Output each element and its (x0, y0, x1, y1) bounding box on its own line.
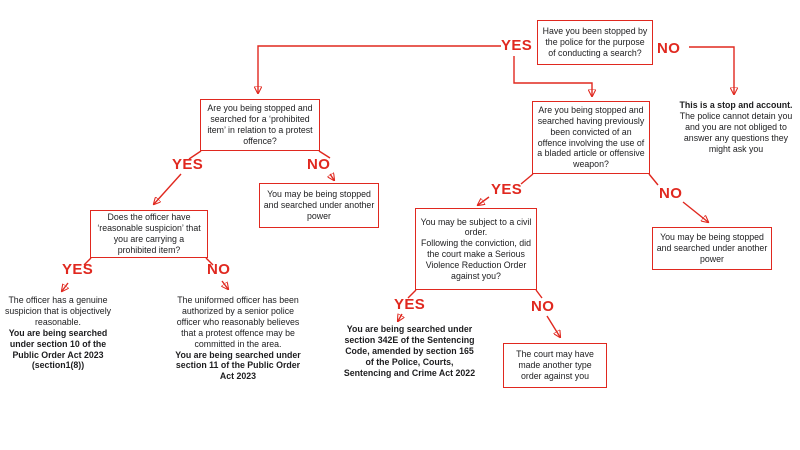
outcome-section-342e-bold: You are being searched under section 342… (343, 324, 476, 378)
arrow-no-svro-to-order (546, 315, 560, 337)
no-label-weapon: NO (659, 185, 683, 202)
seg-protest-no (318, 150, 331, 159)
arrow-yes-start-to-weapon (513, 56, 592, 96)
arrow-yes-protest-to-suspicion (154, 173, 182, 204)
outcome-section-11-text: The uniformed officer has been authorize… (176, 295, 300, 349)
node-another-power-left-text: You may be being stopped and searched un… (263, 189, 375, 221)
arrow-no-suspicion-to-s11 (222, 280, 228, 289)
node-svro-line2: Following the conviction, did the court … (420, 238, 532, 281)
outcome-section-10-text: The officer has a genuine suspicion that… (4, 295, 112, 327)
seg-suspicion-no (205, 257, 214, 266)
outcome-stop-and-account-bold: This is a stop and account. (679, 100, 793, 110)
outcome-section-11: The uniformed officer has been authorize… (170, 295, 306, 382)
node-other-order-text: The court may have made another type ord… (516, 349, 594, 381)
no-label-svro: NO (531, 298, 555, 315)
node-another-power-right-text: You may be being stopped and searched un… (656, 232, 768, 264)
yes-label-weapon: YES (491, 181, 523, 198)
no-label-suspicion: NO (207, 261, 231, 278)
arrow-no-start-to-stop-account (689, 46, 734, 94)
node-another-power-left: You may be being stopped and searched un… (259, 183, 379, 228)
arrow-yes-start-to-protest (258, 45, 501, 93)
node-another-power-right: You may be being stopped and searched un… (652, 227, 772, 270)
no-label-protest: NO (307, 156, 331, 173)
node-suspicion-text: Does the officer have ‘reasonable suspic… (97, 212, 201, 255)
node-weapon-question: Are you being stopped and searched havin… (532, 101, 650, 174)
seg-weapon-no (648, 173, 659, 186)
outcome-section-10-bold: You are being searched under section 10 … (8, 327, 108, 371)
node-protest-text: Are you being stopped and searched for a… (207, 103, 313, 146)
no-label-start: NO (657, 40, 681, 57)
node-protest-question: Are you being stopped and searched for a… (200, 99, 320, 151)
outcome-stop-and-account-text: The police cannot detain you and you are… (679, 110, 793, 154)
yes-label-protest: YES (172, 156, 204, 173)
yes-label-start: YES (501, 37, 533, 54)
arrow-yes-svro-to-342e (398, 314, 402, 321)
seg-weapon-yes (520, 173, 534, 185)
node-start-question: Have you been stopped by the police for … (537, 20, 653, 65)
arrow-yes-suspicion-to-s10 (62, 282, 68, 291)
node-svro-line1: You may be subject to a civil order. (420, 216, 532, 238)
outcome-stop-and-account: This is a stop and account. The police c… (673, 100, 799, 155)
seg-protest-yes (188, 150, 202, 160)
seg-svro-yes (407, 289, 417, 299)
outcome-section-342e: You are being searched under section 342… (342, 324, 477, 379)
node-svro-question: You may be subject to a civil order. Fol… (415, 208, 537, 290)
seg-svro-no (535, 289, 543, 299)
arrow-yes-weapon-to-svro (478, 196, 490, 205)
outcome-section-10: The officer has a genuine suspicion that… (2, 295, 114, 371)
node-suspicion-question: Does the officer have ‘reasonable suspic… (90, 210, 208, 258)
outcome-section-11-bold: You are being searched under section 11 … (175, 349, 301, 382)
yes-label-svro: YES (394, 296, 426, 313)
seg-suspicion-yes (83, 257, 92, 266)
node-start-text: Have you been stopped by the police for … (542, 26, 648, 58)
arrow-no-weapon-to-another-power (682, 201, 708, 222)
node-weapon-text: Are you being stopped and searched havin… (537, 105, 645, 170)
node-other-order: The court may have made another type ord… (503, 343, 607, 388)
yes-label-suspicion: YES (62, 261, 94, 278)
arrow-no-protest-to-another-power (330, 174, 334, 180)
